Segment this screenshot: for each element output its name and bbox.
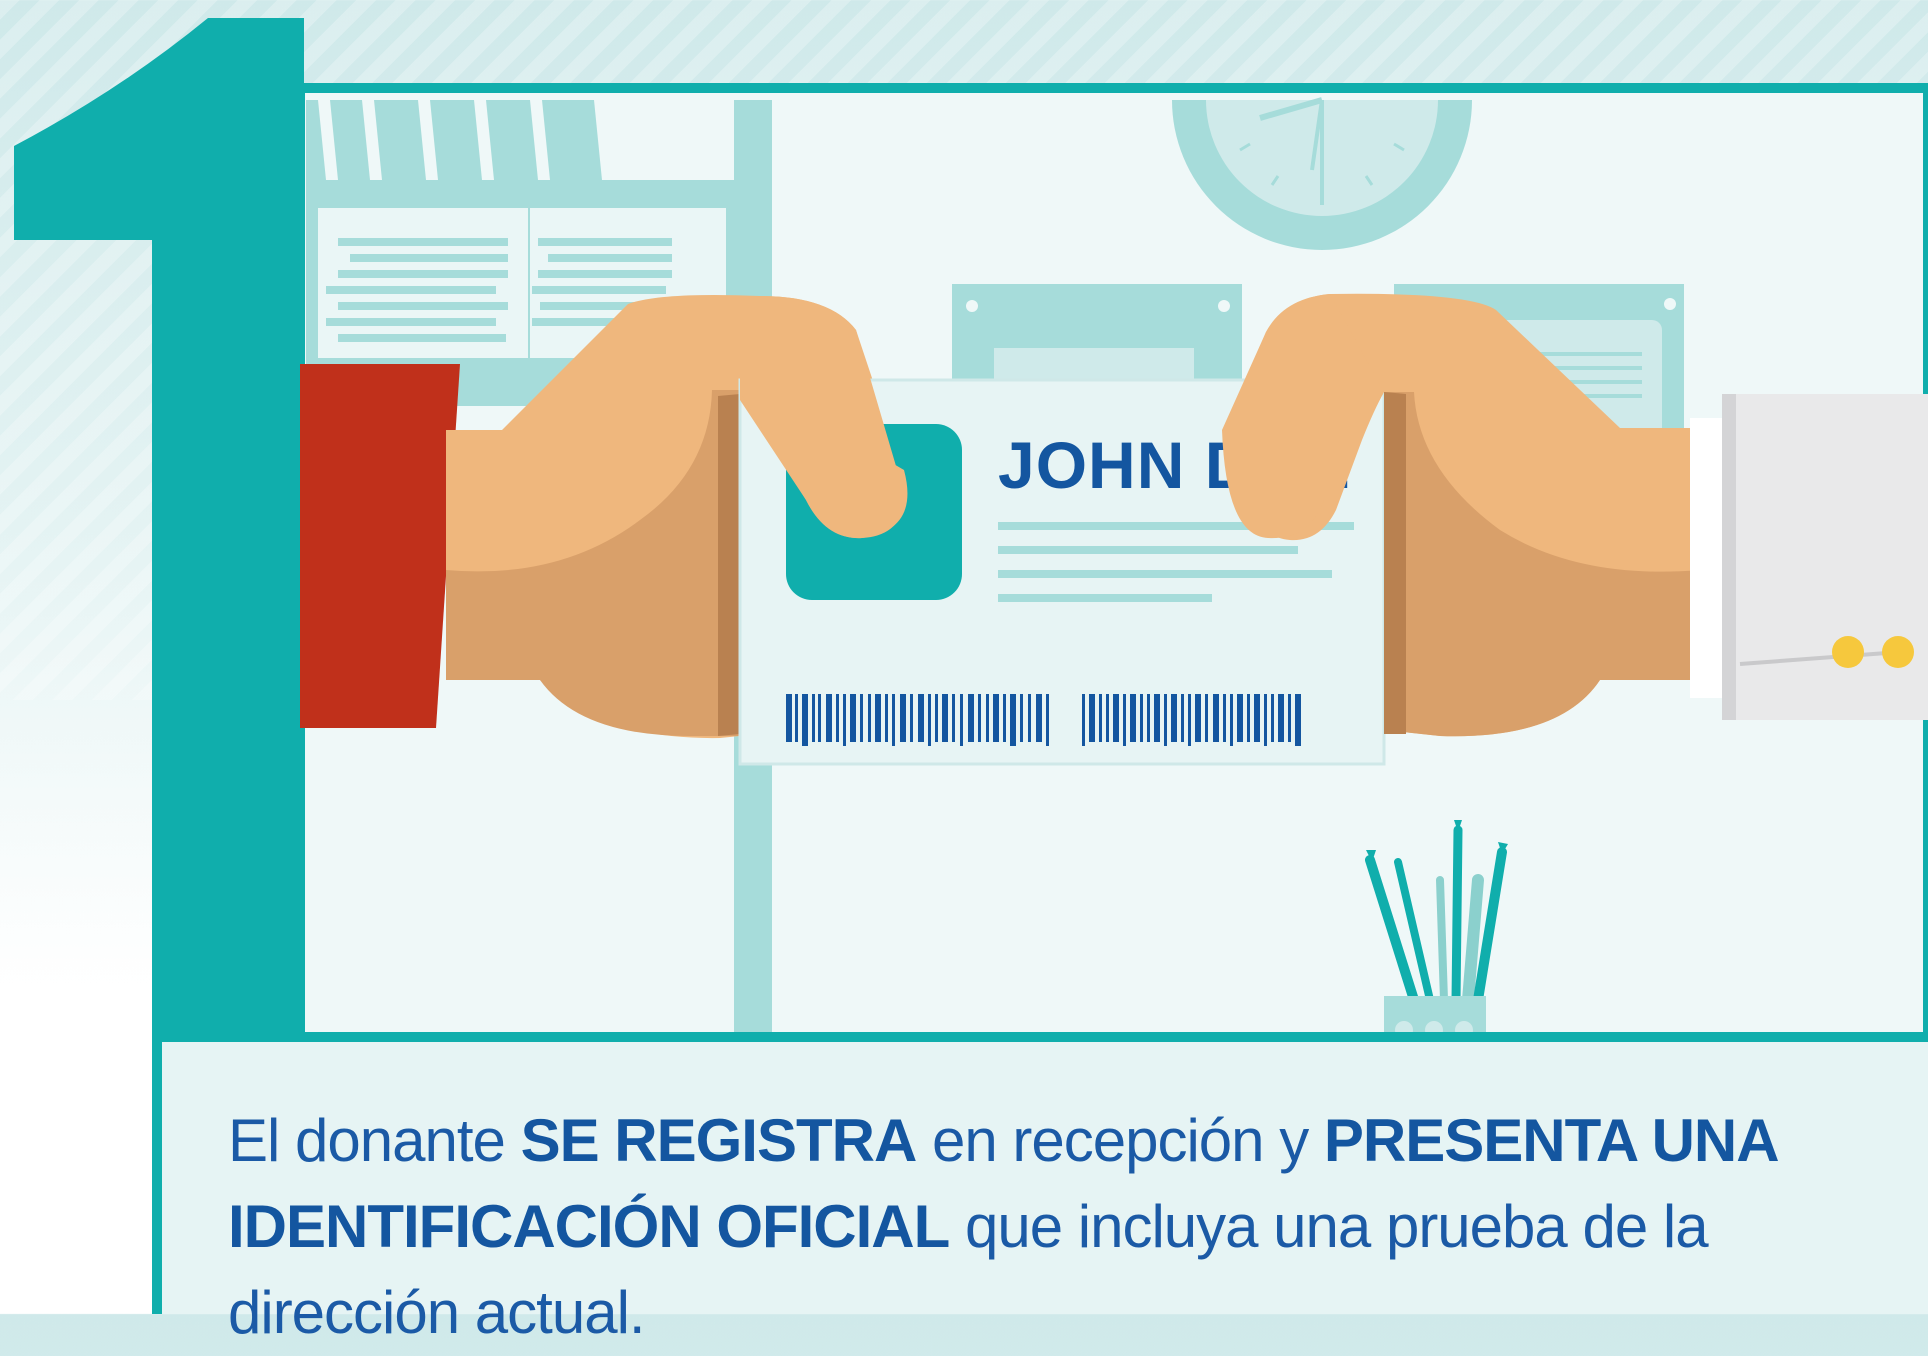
left-hand (446, 295, 886, 739)
caption-segment: en recepción y (916, 1107, 1324, 1174)
white-sleeve (1690, 394, 1928, 720)
barcode-left (786, 694, 1049, 746)
pencil-cup-icon (1365, 820, 1508, 1040)
caption-emphasis: SE REGISTRA (520, 1107, 918, 1174)
illustration: JOHN DOE (14, 18, 1928, 1053)
clock-icon (1172, 97, 1472, 250)
barcode-right (1082, 694, 1301, 746)
cuff-button-1 (1832, 636, 1864, 668)
right-hand (1222, 293, 1700, 737)
caption-box (152, 1032, 1928, 1314)
caption-text: El donante SE REGISTRA en recepción y PR… (228, 1098, 1848, 1356)
cuff-button-2 (1882, 636, 1914, 668)
step-number-one (14, 18, 304, 1040)
caption-segment: El donante (228, 1107, 521, 1174)
caption-emphasis: PRESENTA UNA IDENTIFICACIÓN OFICIAL (228, 1107, 1793, 1260)
red-sleeve (300, 364, 460, 728)
